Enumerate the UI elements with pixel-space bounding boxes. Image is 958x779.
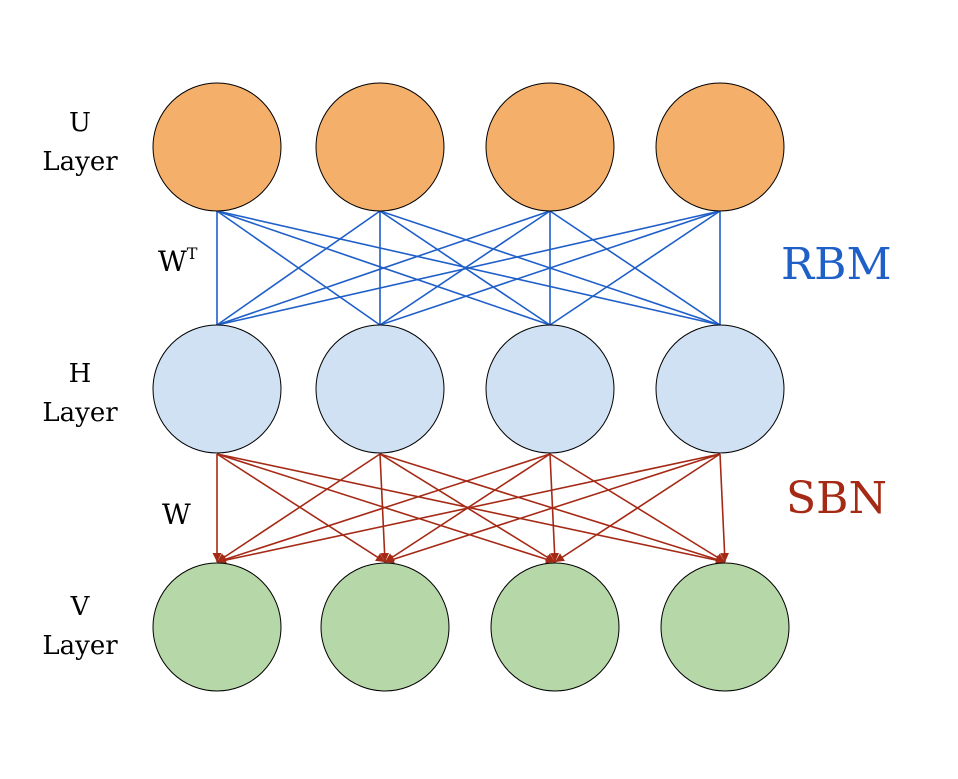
h-layer-label-line2: Layer — [42, 398, 118, 428]
rbm-edge-u3-h1 — [216, 210, 551, 326]
rbm-weight-superscript: T — [187, 244, 198, 263]
sbn-edge-h1-v2 — [216, 453, 386, 563]
sbn-edge-h3-v1 — [216, 453, 551, 564]
h-node-4 — [655, 324, 785, 454]
sbn-edge-h4-v3 — [554, 453, 721, 563]
rbm-weight-base: W — [158, 245, 187, 278]
h-node-1 — [152, 324, 282, 454]
v-layer — [152, 562, 790, 692]
u-layer — [152, 82, 785, 212]
sbn-edge-h4-v4 — [719, 453, 730, 563]
u-node-1 — [152, 82, 282, 212]
rbm-connections — [216, 210, 721, 326]
sbn-edge-h4-v2 — [384, 453, 721, 564]
u-node-3 — [485, 82, 615, 212]
sbn-connections — [212, 453, 730, 565]
u-layer-label-line2: Layer — [42, 147, 118, 177]
h-node-2 — [315, 324, 445, 454]
u-layer-label-line1: U — [69, 108, 91, 138]
h-node-3 — [485, 324, 615, 454]
rbm-edge-u4-h1 — [216, 210, 721, 326]
h-layer — [152, 324, 785, 454]
sbn-edge-h4-v1 — [216, 453, 721, 565]
sbn-edge-h2-v1 — [216, 453, 381, 563]
rbm-label: RBM — [781, 239, 892, 290]
v-layer-label-line1: V — [70, 592, 91, 622]
u-node-2 — [315, 82, 445, 212]
sbn-label: SBN — [786, 473, 887, 524]
h-layer-label-line1: H — [69, 359, 92, 389]
rbm-edge-u2-h1 — [216, 210, 381, 326]
rbm-edge-u4-h3 — [549, 210, 721, 326]
v-layer-label-line2: Layer — [42, 631, 118, 661]
v-node-4 — [660, 562, 790, 692]
v-node-2 — [320, 562, 450, 692]
sbn-weight-label: W — [162, 498, 191, 531]
rbm-edge-u4-h2 — [379, 210, 721, 326]
rbm-weight-label: WT — [158, 244, 198, 278]
v-node-1 — [152, 562, 282, 692]
u-node-4 — [655, 82, 785, 212]
v-node-3 — [490, 562, 620, 692]
